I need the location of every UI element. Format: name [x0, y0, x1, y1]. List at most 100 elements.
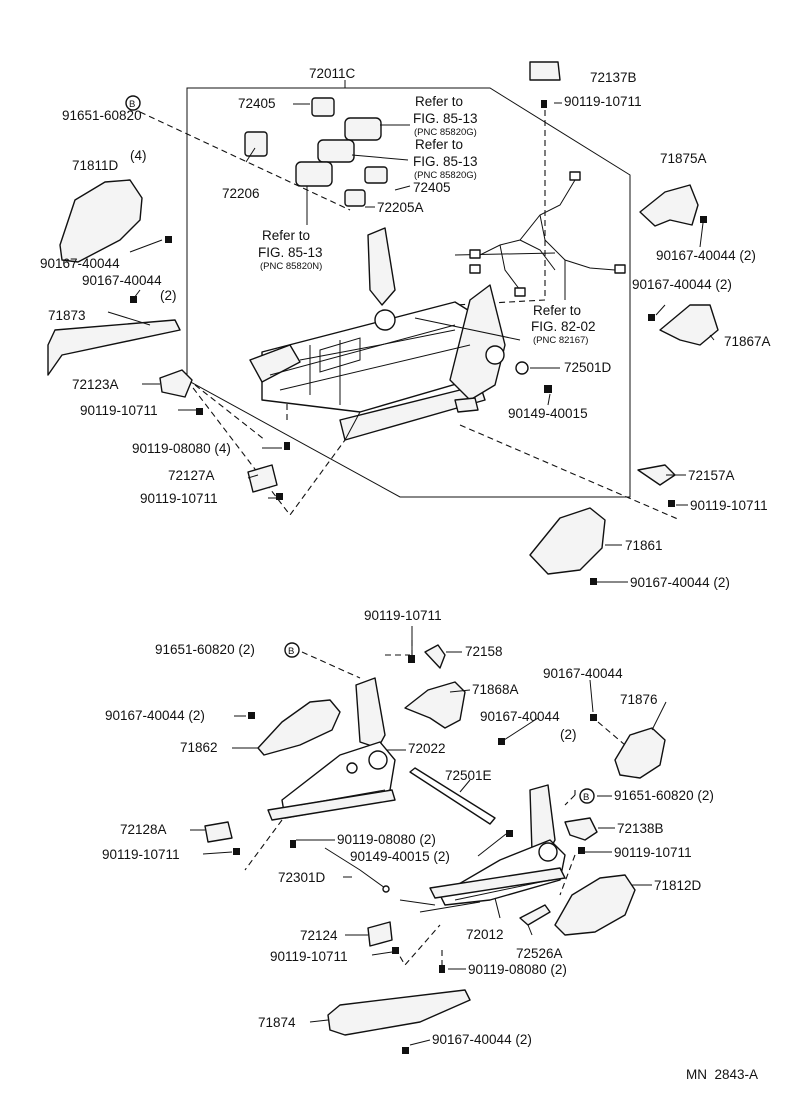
fig-82-02: FIG. 82-02 — [531, 319, 596, 334]
label-91651-60820: 91651-60820 — [62, 108, 142, 123]
label-71868a: 71868A — [472, 682, 519, 697]
marker-b-right-circle — [579, 788, 595, 804]
pin-72501d — [515, 361, 529, 375]
bolt-icon — [248, 712, 255, 719]
refer-to-4: Refer to — [533, 303, 581, 318]
label-72206: 72206 — [222, 186, 260, 201]
refer-to-1: Refer to — [415, 94, 463, 109]
label-72501d: 72501D — [564, 360, 612, 375]
label-90119-10711-bleft: 90119-10711 — [102, 847, 180, 862]
bolt-icon — [590, 714, 597, 721]
label-72128a: 72128A — [120, 822, 167, 837]
label-90119-10711-low: 90119-10711 — [140, 491, 218, 506]
bottom-label-leaders — [190, 626, 667, 1046]
clip-72123a — [159, 369, 193, 398]
label-72501e: 72501E — [445, 768, 492, 783]
label-qty-2: (2) — [160, 288, 177, 303]
label-71811d: 71811D — [72, 158, 119, 173]
label-90119-10711-top: 90119-10711 — [564, 94, 642, 109]
label-72127a: 72127A — [168, 468, 215, 483]
rail-cover-71873 — [47, 319, 181, 376]
label-72124: 72124 — [300, 928, 338, 943]
clip-72124 — [367, 921, 393, 947]
lever-72526a — [519, 904, 551, 926]
clip-72137b — [529, 61, 561, 81]
rail-cover-71874 — [327, 989, 471, 1036]
cover-71868a — [404, 681, 466, 729]
bolt-icon — [700, 216, 707, 223]
marker-b-top-circle — [125, 95, 141, 111]
label-90149-40015-2: 90149-40015 (2) — [350, 849, 450, 864]
bolt-icon — [668, 500, 675, 507]
label-72022: 72022 — [408, 741, 446, 756]
cable-72301d — [324, 847, 386, 889]
clip-72127a — [247, 464, 278, 493]
cover-71861 — [529, 507, 606, 575]
cover-71867a — [659, 304, 719, 346]
fig-85-13-a: FIG. 85-13 — [413, 111, 478, 126]
bolt-icon — [439, 965, 445, 973]
label-72123a: 72123A — [72, 377, 119, 392]
label-90119-10711-right: 90119-10711 — [690, 498, 768, 513]
bolt-icon — [408, 655, 415, 663]
label-71812d: 71812D — [654, 878, 702, 893]
motor-85820g-b — [317, 139, 355, 163]
label-90167-40044-2-a: 90167-40044 (2) — [656, 248, 756, 263]
label-72012: 72012 — [466, 927, 504, 942]
marker-b-left: B — [288, 646, 294, 657]
bottom-bolts — [233, 655, 597, 1054]
track-assy-72012 — [399, 784, 566, 913]
motor-connectors — [244, 97, 388, 225]
label-90167-40044-mid: 90167-40044 — [480, 709, 560, 724]
label-91651-60820-2-left: 91651-60820 (2) — [155, 642, 255, 657]
bolt-icon — [276, 493, 283, 500]
connector-72405-mid — [364, 166, 388, 184]
motor-85820n — [295, 161, 333, 187]
bottom-leader-lines — [244, 640, 626, 968]
refer-to-2: Refer to — [415, 137, 463, 152]
label-90119-10711-left: 90119-10711 — [80, 403, 158, 418]
label-71874: 71874 — [258, 1015, 296, 1030]
bolt-icon — [130, 296, 137, 303]
track-assy-72022 — [267, 677, 396, 821]
label-71862: 71862 — [180, 740, 218, 755]
bolt-icon — [392, 947, 399, 954]
label-91651-60820-2-right: 91651-60820 (2) — [614, 788, 714, 803]
bolt-icon — [506, 830, 513, 837]
connector-72205a — [344, 189, 366, 207]
bolt-icon — [544, 385, 552, 393]
label-90167-40044-right: 90167-40044 — [543, 666, 623, 681]
label-72205a: 72205A — [377, 200, 424, 215]
label-90119-10711-bright: 90119-10711 — [614, 845, 692, 860]
label-90167-40044-2-c: 90167-40044 (2) — [630, 575, 730, 590]
bolt-icon — [165, 236, 172, 243]
bolt-icon — [648, 314, 655, 321]
label-90167-40044-2-left: 90167-40044 (2) — [105, 708, 205, 723]
label-72158: 72158 — [465, 644, 503, 659]
cover-71812d — [554, 874, 636, 936]
bolt-icon — [290, 840, 296, 848]
bolt-icon — [590, 578, 597, 585]
label-90149-40015: 90149-40015 — [508, 406, 588, 421]
connector-72405-top — [311, 97, 335, 117]
bolt-icon — [284, 442, 290, 450]
bottom-assembly: 90119-10711 91651-60820 (2) B 72158 9016… — [102, 608, 714, 1054]
label-72157a: 72157A — [688, 468, 735, 483]
seat-frame-72011c — [249, 227, 521, 441]
bolt-icon — [578, 847, 585, 854]
label-90119-08080-2-b: 90119-08080 (2) — [468, 962, 567, 977]
label-71867a: 71867A — [724, 334, 771, 349]
top-assembly: 72011C 72137B 90119-10711 72405 Refer to… — [40, 61, 771, 590]
label-71873: 71873 — [48, 308, 86, 323]
label-72138b: 72138B — [617, 821, 664, 836]
pnc-85820n: (PNC 85820N) — [260, 261, 322, 272]
marker-b-top: B — [129, 99, 135, 110]
connector-72206 — [244, 131, 268, 157]
cover-71862 — [257, 699, 341, 756]
side-cover-71811d — [59, 179, 143, 263]
wire-harness-82167 — [469, 171, 626, 300]
label-72137b: 72137B — [590, 70, 637, 85]
label-qty-4: (4) — [130, 148, 147, 163]
label-90119-08080-2-a: 90119-08080 (2) — [337, 832, 436, 847]
fig-85-13-c: FIG. 85-13 — [258, 245, 323, 260]
